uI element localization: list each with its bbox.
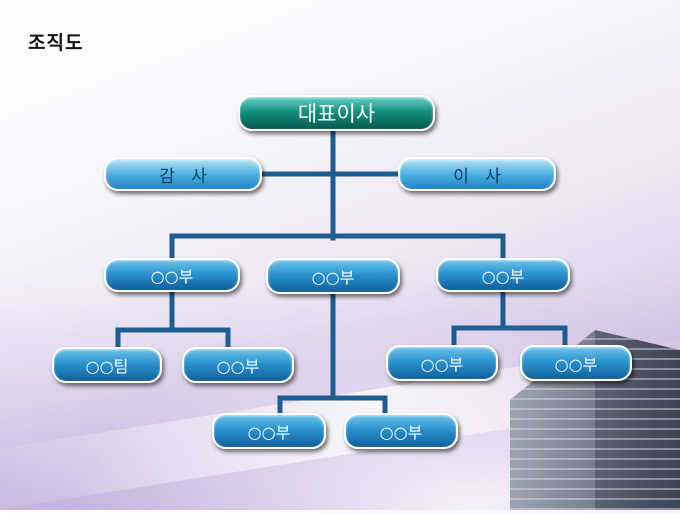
org-node-dept-left[interactable]: ○○부 [104, 258, 240, 292]
org-node-team-right-1[interactable]: ○○부 [386, 345, 498, 381]
org-node-team-left-2[interactable]: ○○부 [182, 347, 294, 383]
org-node-dept-right[interactable]: ○○부 [436, 258, 570, 292]
org-node-director[interactable]: 이 사 [398, 157, 556, 191]
org-node-dept-center[interactable]: ○○부 [266, 258, 400, 294]
page-title: 조직도 [28, 32, 84, 54]
org-node-team-left-1[interactable]: ○○팀 [52, 347, 162, 383]
org-node-team-right-2[interactable]: ○○부 [520, 345, 632, 381]
org-node-team-center-1[interactable]: ○○부 [212, 413, 326, 449]
org-node-ceo[interactable]: 대표이사 [238, 95, 435, 131]
org-node-auditor[interactable]: 감 사 [104, 157, 262, 191]
org-node-team-center-2[interactable]: ○○부 [344, 413, 458, 449]
